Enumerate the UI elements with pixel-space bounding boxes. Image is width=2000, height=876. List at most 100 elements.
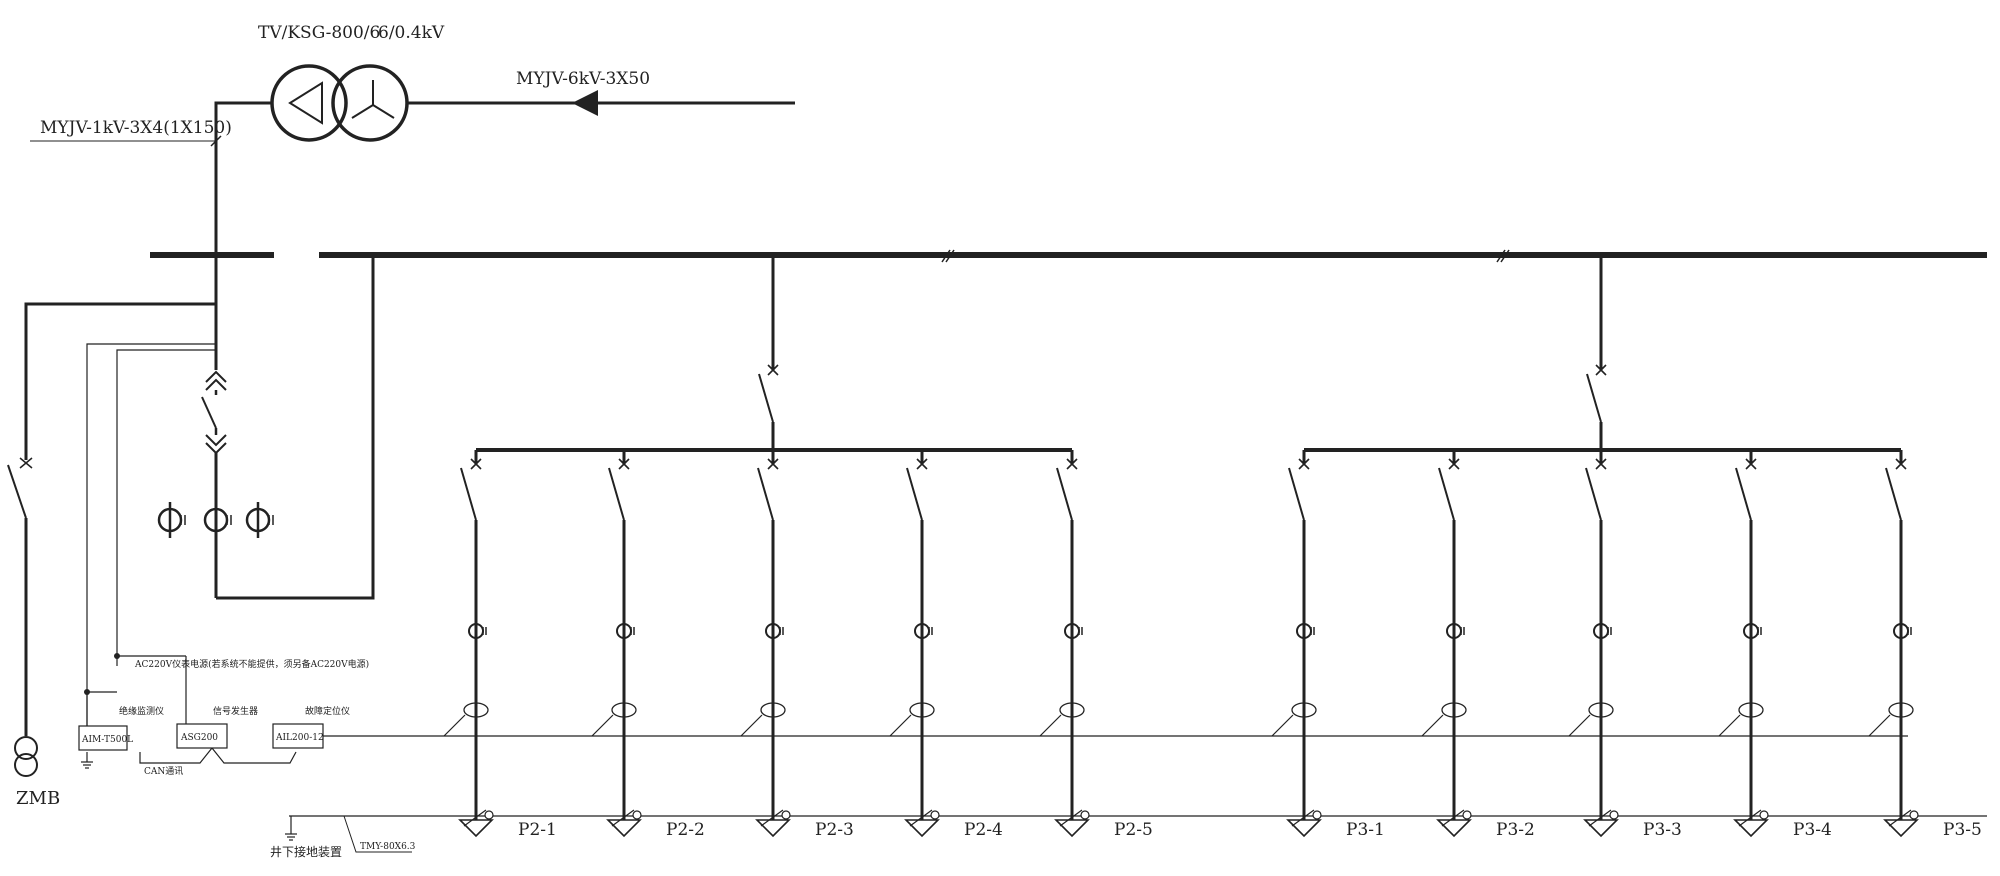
cable-termination-icon (458, 819, 494, 838)
zero-sequence-ct-icon (760, 702, 786, 718)
can-label: CAN通讯 (144, 766, 183, 777)
sensor-lead (591, 714, 614, 737)
lv-cable-label: MYJV-1kV-3X4(1X150) (40, 118, 232, 138)
feeder-label: P3-5 (1943, 820, 1982, 840)
zmb-label: ZMB (16, 788, 60, 809)
ground-connector-icon (1312, 810, 1322, 820)
feeder-p3-1: P3-1 (1271, 450, 1385, 840)
feeder-switch-blade (1735, 467, 1752, 521)
transformer-primary-winding (270, 64, 348, 142)
cable-termination-icon (1583, 819, 1619, 838)
transformer-secondary-winding (331, 64, 409, 142)
incomer-branch (201, 255, 375, 600)
group-switch-blade (1586, 373, 1602, 423)
device-name: AIM-T500L (81, 735, 133, 745)
junction-dot (114, 653, 120, 659)
ground-connector-icon (484, 810, 494, 820)
incoming-arrow-icon (572, 90, 598, 116)
aux-transformer-branch (7, 302, 216, 777)
sensor-lead (740, 714, 763, 737)
cable-termination-icon (1054, 819, 1090, 838)
ground-connector-icon (930, 810, 940, 820)
incoming-cable: MYJV-6kV-3X50 (407, 69, 795, 116)
cable-termination-icon (606, 819, 642, 838)
sensor-lead (1271, 714, 1294, 737)
feeder-p3-4: P3-4 (1718, 450, 1832, 840)
transformer-model-label: TV/KSG-800/6 (258, 23, 380, 43)
wye-symbol (351, 80, 395, 119)
zero-sequence-ct-icon (1441, 702, 1467, 718)
ct-icon (203, 507, 233, 533)
cable-termination-icon (1733, 819, 1769, 838)
lv-cable: MYJV-1kV-3X4(1X150) (30, 101, 272, 255)
zero-sequence-ct-icon (611, 702, 637, 718)
ground-connector-icon (1609, 810, 1619, 820)
feeder-p2-4: P2-4 (889, 450, 1003, 840)
feeder-switch-blade (1056, 467, 1073, 521)
sensor-lead (1718, 714, 1741, 737)
device-signal-generator[interactable]: ASG200 信号发生器 (176, 705, 258, 749)
busbar-main (319, 249, 1987, 263)
group-switch-blade (758, 373, 774, 423)
sensor-lead (1568, 714, 1591, 737)
zero-sequence-ct-icon (1888, 702, 1914, 718)
device-caption: 信号发生器 (213, 705, 258, 717)
ac220-note: AC220V仪表电源(若系统不能提供，须另备AC220V电源) (134, 658, 369, 670)
grounding-system (285, 815, 1987, 853)
feeder-label: P3-4 (1793, 820, 1832, 840)
feeder-switch-blade (1438, 467, 1455, 521)
feeder-p3-3: P3-3 (1568, 450, 1682, 840)
feeder-label: P2-3 (815, 820, 854, 840)
transformer: TV/KSG-800/6 6/0.4kV (258, 23, 445, 142)
grounding-bar-label: TMY-80X6.3 (360, 842, 416, 852)
cable-termination-icon (904, 819, 940, 838)
feeder-p2-2: P2-2 (591, 450, 705, 840)
ground-connector-icon (1462, 810, 1472, 820)
sensor-lead (889, 714, 912, 737)
sensor-lead (1868, 714, 1891, 737)
ground-connector-icon (781, 810, 791, 820)
cable-termination-icon (1286, 819, 1322, 838)
zero-sequence-ct-icon (1738, 702, 1764, 718)
sensor-lead (443, 714, 466, 737)
ground-connector-icon (1080, 810, 1090, 820)
transformer-voltage-label: 6/0.4kV (378, 23, 445, 43)
sensor-lead (1421, 714, 1444, 737)
feeder-switch-blade (1885, 467, 1902, 521)
zero-sequence-ct-icon (909, 702, 935, 718)
zero-sequence-ct-icon (1291, 702, 1317, 718)
device-name: ASG200 (180, 733, 218, 743)
ground-connector-icon (1759, 810, 1769, 820)
feeder-switch-blade (906, 467, 923, 521)
device-fault-locator[interactable]: AIL200-12 故障定位仪 (272, 705, 350, 749)
feeder-switch-blade (460, 467, 477, 521)
junction-dot (84, 689, 90, 695)
ground-connector-icon (1909, 810, 1919, 820)
delta-symbol (288, 81, 323, 125)
incomer-switch-blade (201, 396, 217, 429)
feeder-p3-2: P3-2 (1421, 450, 1535, 840)
feeder-switch-blade (608, 467, 625, 521)
feeder-label: P3-2 (1496, 820, 1535, 840)
ground-label: 井下接地装置 (270, 844, 342, 859)
device-insulation-monitor[interactable]: AIM-T500L 绝缘监测仪 (78, 705, 164, 751)
device-caption: 故障定位仪 (305, 705, 350, 717)
zero-sequence-ct-icon (1588, 702, 1614, 718)
feeder-p2-3: P2-3 (740, 450, 854, 840)
device-name: AIL200-12 (275, 733, 324, 743)
zero-sequence-ct-icon (1059, 702, 1085, 718)
aux-switch-blade (7, 464, 27, 519)
feeder-p3-5: P3-5 (1868, 450, 1982, 840)
cable-termination-icon (755, 819, 791, 838)
feeder-label: P2-5 (1114, 820, 1153, 840)
ct-icon (245, 507, 275, 533)
feeder-switch-blade (757, 467, 774, 521)
sensor-lead (1039, 714, 1062, 737)
ct-icon (157, 507, 187, 533)
incoming-cable-label: MYJV-6kV-3X50 (516, 69, 650, 89)
feeder-label: P2-4 (964, 820, 1003, 840)
cable-termination-icon (1883, 819, 1919, 838)
feeder-p2-1: P2-1 (443, 450, 557, 840)
